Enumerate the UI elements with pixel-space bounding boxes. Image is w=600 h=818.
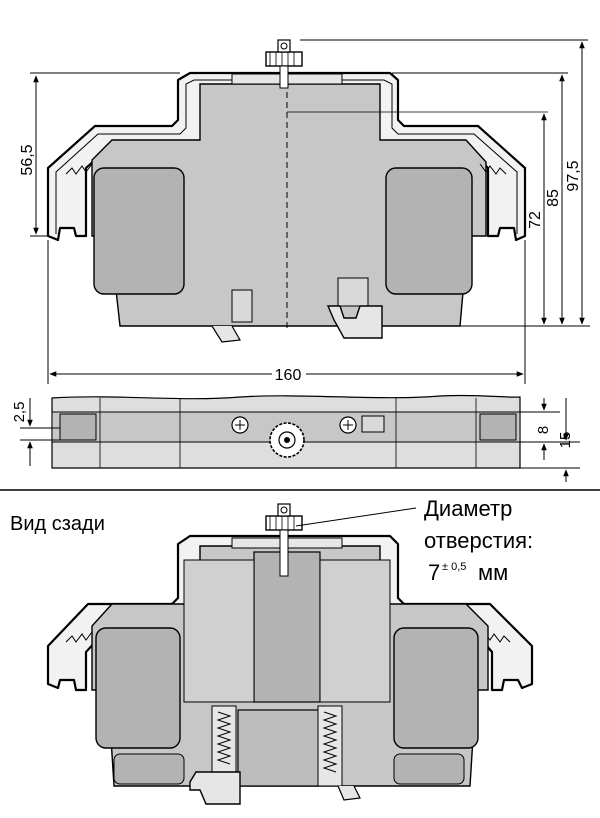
side-small-rect [361, 415, 385, 433]
rear-view-title: Вид сзади [10, 513, 105, 535]
dim-160-bg [272, 364, 306, 382]
front-small-window-right [337, 277, 369, 307]
dim-85-label: 85 [545, 189, 562, 207]
rear-right-lower-panel [393, 753, 465, 785]
front-right-teeth [479, 163, 507, 175]
front-dimensions [30, 39, 590, 384]
dim-15-label: 15 [557, 432, 574, 449]
rear-left-teeth [65, 631, 93, 643]
dim-72-label: 72 [527, 211, 544, 229]
side-left-clip [59, 413, 97, 441]
rear-right-teeth [483, 631, 511, 643]
side-dimensions [20, 398, 580, 482]
rear-view [46, 503, 534, 805]
rear-center-lower [237, 709, 321, 787]
rear-left-lower-panel [113, 753, 185, 785]
rear-right-inner [319, 559, 391, 703]
rear-spring-right [317, 705, 343, 787]
side-right-clip [479, 413, 517, 441]
rear-spring-left [211, 705, 237, 773]
dim-97-5-label: 97,5 [565, 160, 582, 191]
hole-tolerance: ± 0,5 [442, 561, 466, 573]
hole-leader-line [295, 507, 417, 527]
front-right-panel [385, 167, 473, 295]
front-left-panel [93, 167, 185, 295]
dim-160-label: 160 [275, 367, 302, 384]
front-small-window-left [231, 289, 253, 323]
hole-callout-line2: отверстия: [424, 528, 533, 553]
rear-left-inner [183, 559, 255, 703]
front-left-teeth [65, 163, 93, 175]
dim-8-label: 8 [535, 426, 552, 434]
front-screw [265, 39, 303, 89]
side-view [51, 394, 521, 469]
dim-2-5-label: 2,5 [11, 402, 28, 423]
hole-callout-line1: Диаметр [424, 496, 512, 521]
hole-value: 7 [428, 560, 440, 585]
dim-56-5-label: 56,5 [19, 144, 36, 175]
rear-right-panel [393, 627, 479, 749]
rear-bottom-clip [189, 771, 241, 805]
hole-unit: мм [478, 560, 508, 585]
front-foot-left [211, 325, 241, 343]
rear-left-panel [95, 627, 181, 749]
rear-screw [265, 503, 303, 577]
front-view [46, 39, 548, 343]
rear-bottom-foot-right [337, 785, 361, 801]
front-clip-right [326, 305, 383, 339]
